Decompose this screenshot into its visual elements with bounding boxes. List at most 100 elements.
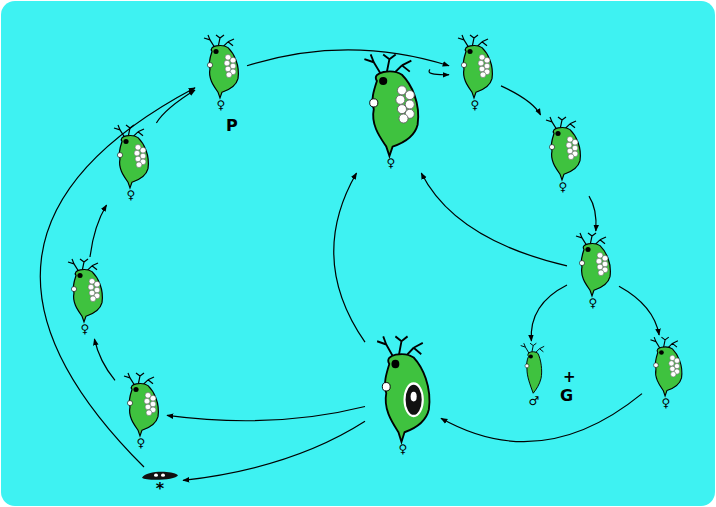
snout — [382, 383, 390, 391]
cycle-arrow — [94, 339, 115, 380]
snout — [525, 364, 529, 368]
daphnia-body — [655, 347, 682, 396]
daphnia-node: ♀ — [452, 36, 498, 112]
egg — [136, 162, 142, 168]
egg — [480, 72, 486, 78]
egg — [568, 154, 574, 160]
egg — [669, 361, 674, 366]
egg — [226, 72, 232, 78]
cycle-arrow — [531, 285, 567, 341]
resting-egg — [161, 473, 165, 476]
eye — [659, 350, 664, 355]
eye — [77, 273, 82, 278]
egg — [602, 255, 608, 261]
cycle-arrow — [183, 421, 365, 480]
daphnia-node: ♀ — [198, 36, 244, 112]
egg — [88, 284, 94, 290]
daphnia-node: ♂ — [516, 344, 552, 408]
daphnia-figure — [540, 118, 586, 180]
daphnia-figure — [645, 338, 687, 396]
sex-symbol: ♀ — [118, 436, 164, 450]
snout — [654, 363, 659, 368]
daphnia-figure — [368, 338, 438, 442]
daphnia-body — [372, 71, 418, 156]
ephippium — [405, 384, 423, 417]
resting-egg-node: * — [140, 470, 180, 496]
cycle-arrow — [167, 407, 365, 421]
eye — [391, 360, 399, 368]
egg — [596, 258, 602, 264]
stage-label: + — [563, 368, 576, 386]
cycle-arrow — [90, 205, 107, 257]
cycle-arrow — [40, 88, 195, 467]
daphnia-body — [527, 352, 542, 393]
eye — [213, 49, 218, 54]
egg — [572, 139, 578, 145]
eye — [585, 247, 590, 252]
egg — [134, 150, 140, 156]
sex-symbol: * — [140, 482, 180, 496]
daphnia-body — [463, 46, 492, 98]
snout — [549, 145, 554, 150]
sex-symbol: ♀ — [62, 322, 108, 336]
eye — [467, 49, 472, 54]
egg — [146, 410, 152, 416]
snout — [579, 261, 584, 266]
sex-symbol: ♀ — [540, 180, 586, 194]
daphnia-figure — [118, 374, 164, 436]
snout — [461, 63, 466, 68]
sex-symbol: ♀ — [355, 156, 427, 170]
egg — [399, 114, 408, 123]
daphnia-node: ♀ — [540, 118, 586, 194]
sex-symbol: ♀ — [570, 296, 616, 310]
eye — [529, 354, 533, 358]
daphnia-node: ♀ — [118, 374, 164, 450]
daphnia-figure — [62, 260, 108, 322]
egg — [224, 60, 230, 66]
resting-egg — [154, 473, 158, 476]
sex-symbol: ♀ — [452, 98, 498, 112]
egg — [230, 57, 236, 63]
daphnia-body — [581, 244, 610, 296]
ephippium-figure — [140, 470, 180, 482]
daphnia-body — [551, 128, 580, 180]
egg — [144, 398, 150, 404]
daphnia-figure — [516, 344, 552, 394]
daphnia-figure — [570, 234, 616, 296]
egg — [140, 147, 146, 153]
resting-egg — [411, 392, 417, 402]
sex-symbol: ♀ — [368, 442, 438, 456]
daphnia-body — [209, 46, 238, 98]
cycle-arrow — [619, 286, 659, 335]
sex-symbol: ♀ — [108, 188, 154, 202]
egg — [484, 57, 490, 63]
stage-label: G — [560, 386, 573, 405]
egg — [94, 281, 100, 287]
sex-symbol: ♀ — [198, 98, 244, 112]
egg — [90, 296, 96, 302]
eye — [379, 77, 387, 85]
daphnia-node: ♀ — [355, 56, 427, 170]
daphnia-body — [119, 136, 148, 188]
ephippium — [142, 472, 178, 480]
egg — [671, 372, 676, 377]
cycle-arrow — [247, 50, 449, 66]
snout — [207, 63, 212, 68]
cycle-arrow — [441, 394, 642, 442]
daphnia-node: ♀ — [62, 260, 108, 336]
daphnia-figure — [355, 56, 427, 156]
cycle-arrow — [429, 69, 449, 74]
egg — [566, 142, 572, 148]
snout — [117, 153, 122, 158]
egg — [598, 270, 604, 276]
egg — [396, 95, 405, 104]
daphnia-figure — [108, 126, 154, 188]
egg — [674, 358, 679, 363]
cycle-arrow — [421, 173, 567, 266]
daphnia-node: ♀ — [570, 234, 616, 310]
daphnia-body — [73, 270, 102, 322]
egg — [150, 395, 156, 401]
egg — [405, 91, 414, 100]
